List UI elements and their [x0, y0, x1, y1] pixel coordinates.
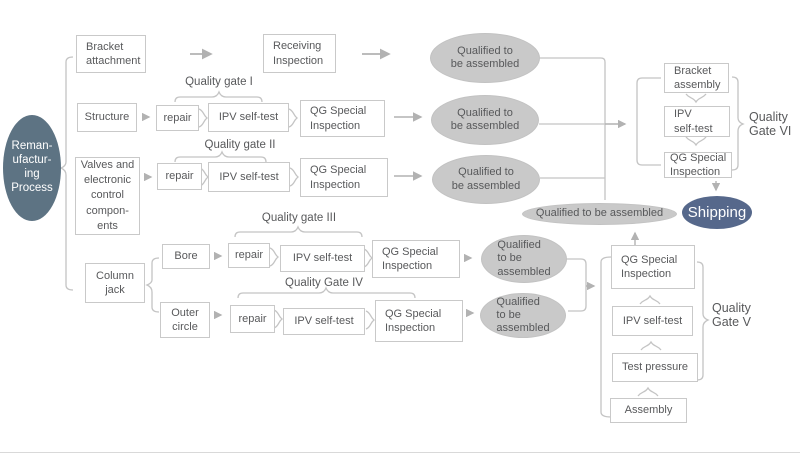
chevron-right-icon: [288, 108, 299, 128]
quality-gate-2-label: Quality gate II: [204, 139, 276, 151]
ipv-self-test-box-valves: IPV self-test: [208, 162, 290, 192]
column-jack-brace: [145, 257, 160, 313]
repair-box-structure: repair: [156, 105, 199, 131]
qg-special-inspection-box-bore: QG Special Inspection: [372, 240, 460, 278]
qg-special-inspection-box-gate-v: QG Special Inspection: [611, 245, 695, 289]
qg-special-inspection-box-outer: QG Special Inspection: [375, 300, 463, 342]
gate-v-left-bracket: [600, 256, 612, 418]
quality-gate-5-label: Quality Gate V: [712, 301, 751, 330]
bracket-attachment-box: Bracket attachment: [76, 35, 146, 73]
qualified-ellipse-3: Qualified to be assembled: [432, 155, 540, 204]
qualified-ellipse-4: Qualified to be assembled: [481, 235, 567, 283]
chevron-right-icon: [273, 309, 284, 329]
chevron-down-icon: [685, 136, 707, 147]
qualified-ellipse-2: Qualified to be assembled: [431, 95, 539, 145]
outer-circle-box: Outer circle: [160, 302, 210, 338]
ipv-self-test-box-structure: IPV self-test: [208, 103, 289, 132]
ipv-self-test-box-gate-v: IPV self-test: [612, 306, 693, 336]
chevron-right-icon: [198, 108, 209, 128]
quality-gate-4-label: Quality Gate IV: [285, 277, 363, 289]
gate-vi-left-bracket: [636, 77, 661, 166]
bracket-assembly-box: Bracket assembly: [664, 63, 729, 93]
qg-special-inspection-box-valves: QG Special Inspection: [300, 158, 388, 197]
qg-special-inspection-box-structure: QG Special Inspection: [300, 100, 385, 137]
quality-gate-2-brace: [174, 150, 267, 163]
ipv-self-test-box-gate-vi: IPV self-test: [664, 106, 730, 137]
gate-vi-right-brace: [731, 76, 745, 171]
valves-box: Valves and electronic control compon- en…: [75, 157, 140, 235]
repair-box-outer: repair: [230, 305, 275, 333]
quality-gate-1-brace: [174, 90, 263, 103]
column-jack-box: Column jack: [85, 263, 145, 303]
bore-box: Bore: [162, 244, 210, 269]
receiving-inspection-box: Receiving Inspection: [263, 34, 336, 73]
chevron-up-icon: [639, 294, 661, 305]
repair-box-valves: repair: [157, 163, 202, 190]
source-brace: [59, 56, 74, 291]
chevron-up-icon: [640, 340, 662, 351]
quality-gate-6-label: Quality Gate VI: [749, 110, 792, 139]
quality-gate-3-label: Quality gate III: [261, 212, 337, 224]
chevron-right-icon: [365, 310, 376, 330]
remanufacturing-process-ellipse: Reman- ufactur- ing Process: [3, 115, 61, 221]
chevron-up-icon: [637, 386, 659, 397]
qualified-merged-ellipse: Qualified to be assembled: [522, 203, 677, 225]
chevron-right-icon: [269, 247, 280, 267]
chevron-right-icon: [363, 248, 374, 268]
qg-special-inspection-box-gate-vi: QG Special Inspection: [664, 152, 732, 178]
test-pressure-box: Test pressure: [612, 353, 698, 382]
assembly-box: Assembly: [610, 398, 687, 423]
structure-box: Structure: [77, 103, 137, 132]
gate-v-right-brace: [696, 261, 710, 381]
shipping-ellipse: Shipping: [682, 196, 752, 229]
collector-line: [540, 57, 606, 200]
quality-gate-1-label: Quality gate I: [185, 76, 253, 88]
quality-gate-3-brace: [234, 225, 363, 238]
qualified-ellipse-1: Qualified to be assembled: [430, 33, 540, 83]
qualified-ellipse-5: Qualified to be assembled: [480, 293, 566, 338]
merge-bracket: [567, 258, 587, 312]
ipv-self-test-box-outer: IPV self-test: [283, 308, 365, 335]
repair-box-bore: repair: [228, 243, 270, 268]
chevron-right-icon: [289, 167, 300, 187]
chevron-down-icon: [685, 93, 707, 104]
ipv-self-test-box-bore: IPV self-test: [280, 245, 365, 272]
